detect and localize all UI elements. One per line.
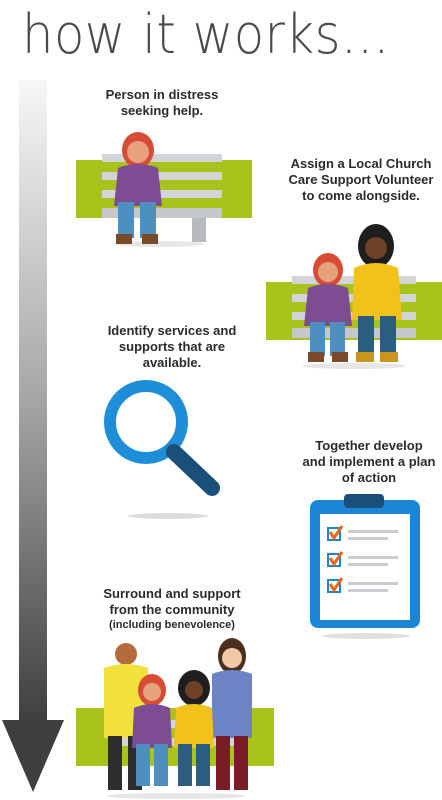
community-bench-icon bbox=[76, 638, 274, 799]
clipboard-checklist-icon bbox=[310, 494, 420, 639]
page-title: how it works... bbox=[22, 3, 390, 66]
step-4-text: Together develop and implement a plan of… bbox=[302, 438, 436, 485]
step-2-text: Assign a Local Church Care Support Volun… bbox=[288, 156, 434, 203]
step-1-text: Person in distress seeking help. bbox=[105, 87, 219, 118]
step-3-text: Identify services and supports that are … bbox=[107, 323, 237, 370]
magnifier-icon bbox=[104, 380, 220, 519]
step-5-subtext: (including benevolence) bbox=[109, 619, 235, 631]
bench-person-icon bbox=[76, 132, 252, 247]
step-5-text: Surround and support from the community … bbox=[100, 586, 244, 632]
bench-two-people-icon bbox=[266, 224, 442, 369]
arrow-down-gradient bbox=[2, 80, 64, 792]
